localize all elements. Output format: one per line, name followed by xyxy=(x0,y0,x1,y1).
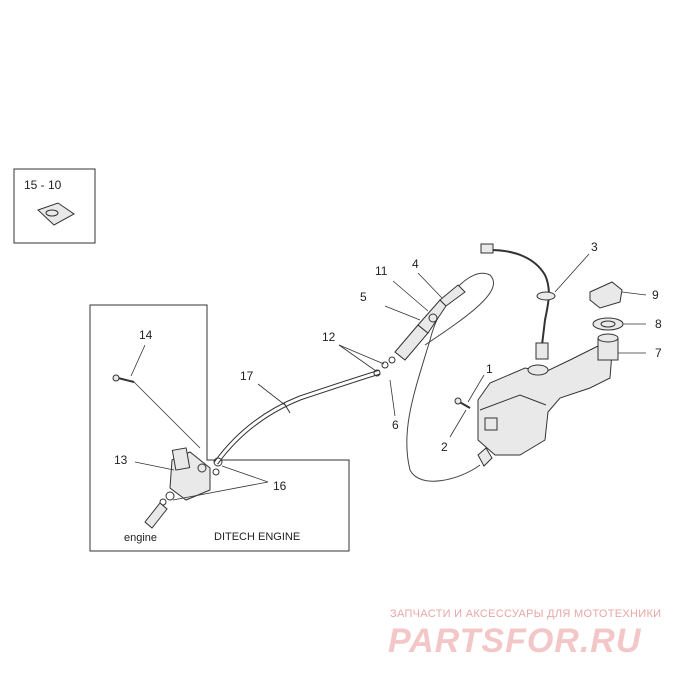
watermark: ЗАПЧАСТИ И АКСЕССУАРЫ ДЛЯ МОТОТЕХНИКИ PA… xyxy=(388,608,661,660)
clip-nut-icon xyxy=(37,202,75,226)
clamp-12a xyxy=(381,361,389,369)
oil-tank xyxy=(477,333,619,467)
engine-pipe xyxy=(144,502,168,529)
callout-13: 13 xyxy=(114,453,128,467)
callout-6: 6 xyxy=(392,418,399,432)
callout-7: 7 xyxy=(655,346,662,360)
bolt-2 xyxy=(454,397,471,409)
inset-box-15-10: 15 - 10 xyxy=(13,168,96,244)
gasket-8 xyxy=(592,317,624,331)
callout-4: 4 xyxy=(412,257,419,271)
watermark-tagline: ЗАПЧАСТИ И АКСЕССУАРЫ ДЛЯ МОТОТЕХНИКИ xyxy=(390,608,661,620)
callout-2: 2 xyxy=(441,440,448,454)
watermark-logo: PARTSFOR.RU xyxy=(388,622,642,660)
callout-8: 8 xyxy=(655,317,662,331)
washer-16b xyxy=(212,468,220,476)
ditech-engine-frame xyxy=(89,304,350,552)
screw-14 xyxy=(112,374,201,449)
hose-17 xyxy=(213,369,381,465)
engine-label: engine xyxy=(124,532,157,544)
callout-17: 17 xyxy=(240,369,254,383)
clamp-12b xyxy=(373,369,381,377)
callout-9: 9 xyxy=(652,288,659,302)
callout-15-10: 15 - 10 xyxy=(24,178,62,192)
bracket-13 xyxy=(159,447,223,506)
inline-filter-4-5-11 xyxy=(373,284,466,377)
callout-16: 16 xyxy=(273,479,287,493)
leader-lines xyxy=(130,253,647,501)
level-sensor-cable-3 xyxy=(480,243,556,360)
callout-1: 1 xyxy=(486,362,493,376)
callouts: 14 13 16 17 12 6 5 11 4 3 1 2 9 8 7 xyxy=(114,240,662,493)
callout-11: 11 xyxy=(375,264,388,278)
callout-12: 12 xyxy=(322,330,336,344)
callout-3: 3 xyxy=(591,240,598,254)
return-line xyxy=(406,272,494,482)
washer-16a xyxy=(213,457,223,467)
callout-14: 14 xyxy=(139,328,153,342)
filler-cap-9 xyxy=(589,281,623,309)
callout-5: 5 xyxy=(360,290,367,304)
ditech-engine-label: DITECH ENGINE xyxy=(214,531,300,543)
